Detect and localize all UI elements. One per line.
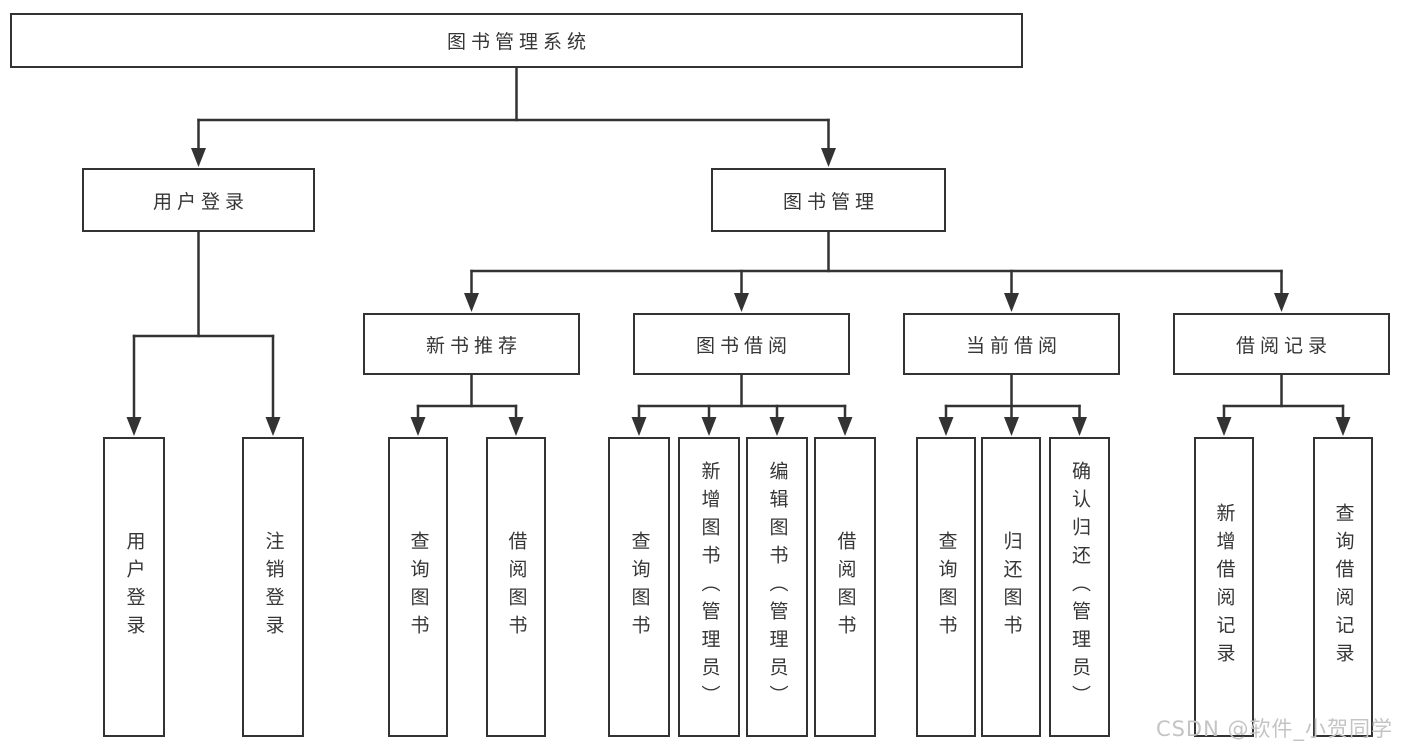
leaf-borrow-books-borrowing-label: 借阅图书: [834, 531, 857, 643]
connector-line-group: [132, 66, 1345, 421]
leaf-add-book-admin: 新增图书（管理员）: [678, 437, 740, 737]
node-root-label: 图书管理系统: [446, 31, 591, 53]
node-borrowing-records-label: 借阅记录: [1235, 334, 1332, 357]
node-current-borrowing: 当前借阅: [903, 313, 1120, 375]
leaf-add-borrow-record-label: 新增借阅记录: [1213, 503, 1236, 671]
leaf-user-login: 用户登录: [103, 437, 165, 737]
leaf-logout: 注销登录: [242, 437, 304, 737]
leaf-query-books-recommend-label: 查询图书: [407, 531, 430, 643]
node-user-login: 用户登录: [82, 168, 315, 232]
leaf-return-book-label: 归还图书: [1000, 531, 1023, 643]
leaf-confirm-return-admin: 确认归还（管理员）: [1049, 437, 1110, 737]
leaf-query-books-current-label: 查询图书: [935, 531, 958, 643]
leaf-return-book: 归还图书: [981, 437, 1041, 737]
leaf-user-login-label: 用户登录: [123, 531, 146, 643]
leaf-query-books-borrowing: 查询图书: [608, 437, 670, 737]
node-new-book-recommendation: 新书推荐: [363, 313, 580, 375]
leaf-borrow-books-borrowing: 借阅图书: [814, 437, 876, 737]
node-new-book-recommendation-label: 新书推荐: [425, 334, 522, 357]
leaf-query-borrow-record: 查询借阅记录: [1313, 437, 1373, 737]
leaf-edit-book-admin-label: 编辑图书（管理员）: [766, 461, 789, 713]
leaf-add-borrow-record: 新增借阅记录: [1194, 437, 1254, 737]
leaf-query-books-borrowing-label: 查询图书: [628, 531, 651, 643]
node-book-management: 图书管理: [711, 168, 946, 232]
csdn-watermark: CSDN @软件_小贺同学: [1155, 717, 1393, 741]
leaf-borrow-books-recommend-label: 借阅图书: [505, 531, 528, 643]
node-root-library-system: 图书管理系统: [10, 13, 1023, 68]
node-borrowing-records: 借阅记录: [1173, 313, 1390, 375]
node-book-borrowing-label: 图书借阅: [695, 334, 792, 357]
leaf-edit-book-admin: 编辑图书（管理员）: [746, 437, 808, 737]
leaf-query-books-current: 查询图书: [916, 437, 976, 737]
arrowhead-group: [126, 148, 1351, 436]
node-book-borrowing: 图书借阅: [633, 313, 850, 375]
leaf-confirm-return-admin-label: 确认归还（管理员）: [1069, 461, 1091, 713]
node-user-login-label: 用户登录: [152, 190, 249, 213]
leaf-query-books-recommend: 查询图书: [388, 437, 448, 737]
leaf-add-book-admin-label: 新增图书（管理员）: [698, 461, 721, 713]
leaf-logout-label: 注销登录: [262, 531, 285, 643]
node-current-borrowing-label: 当前借阅: [965, 334, 1062, 357]
leaf-borrow-books-recommend: 借阅图书: [486, 437, 546, 737]
leaf-query-borrow-record-label: 查询借阅记录: [1332, 503, 1355, 671]
node-book-management-label: 图书管理: [782, 190, 879, 213]
